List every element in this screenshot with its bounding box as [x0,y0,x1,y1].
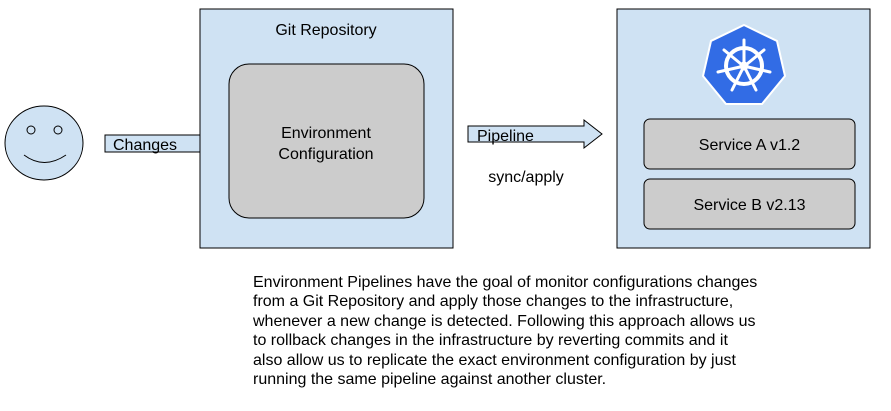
face-right-eye [53,125,63,135]
face-outline [4,105,84,181]
environment-configuration-line2: Configuration [278,146,373,163]
kubernetes-helm-wheel [716,38,772,92]
description-line: to rollback changes in the infrastructur… [253,332,728,350]
service-b-box [643,178,856,230]
description-line: from a Git Repository and apply those ch… [253,293,734,311]
kubernetes-helm-icon [701,23,787,105]
description-line: Environment Pipelines have the goal of m… [253,274,758,291]
description-text: Environment Pipelines have the goal of m… [253,273,873,389]
pipeline-arrow-shape [467,118,603,150]
smiley-face-icon [4,105,84,181]
git-repository-title: Git Repository [275,22,376,39]
face-left-eye [26,125,36,135]
git-repository-container: Git Repository Environment Configuration [199,8,454,249]
environment-configuration-line1: Environment [281,125,371,142]
pipeline-arrow-sublabel: sync/apply [488,169,564,186]
changes-arrow-label: Changes [113,137,177,154]
description-line: running the same pipeline against anothe… [253,371,607,389]
pipeline-arrow: Pipeline sync/apply [467,118,603,186]
pipeline-arrow-label: Pipeline [477,128,534,145]
service-a-box [643,118,856,170]
cluster-container: Service A v1.2 Service B v2.13 [616,8,871,249]
description-line: whenever a new change is detected. Follo… [253,312,756,330]
service-b-label: Service B v2.13 [693,197,805,214]
environment-configuration-box [228,63,425,219]
description-line: also allow us to replicate the exact env… [253,351,736,369]
service-a-label: Service A v1.2 [699,137,800,154]
face-smile [23,154,67,163]
